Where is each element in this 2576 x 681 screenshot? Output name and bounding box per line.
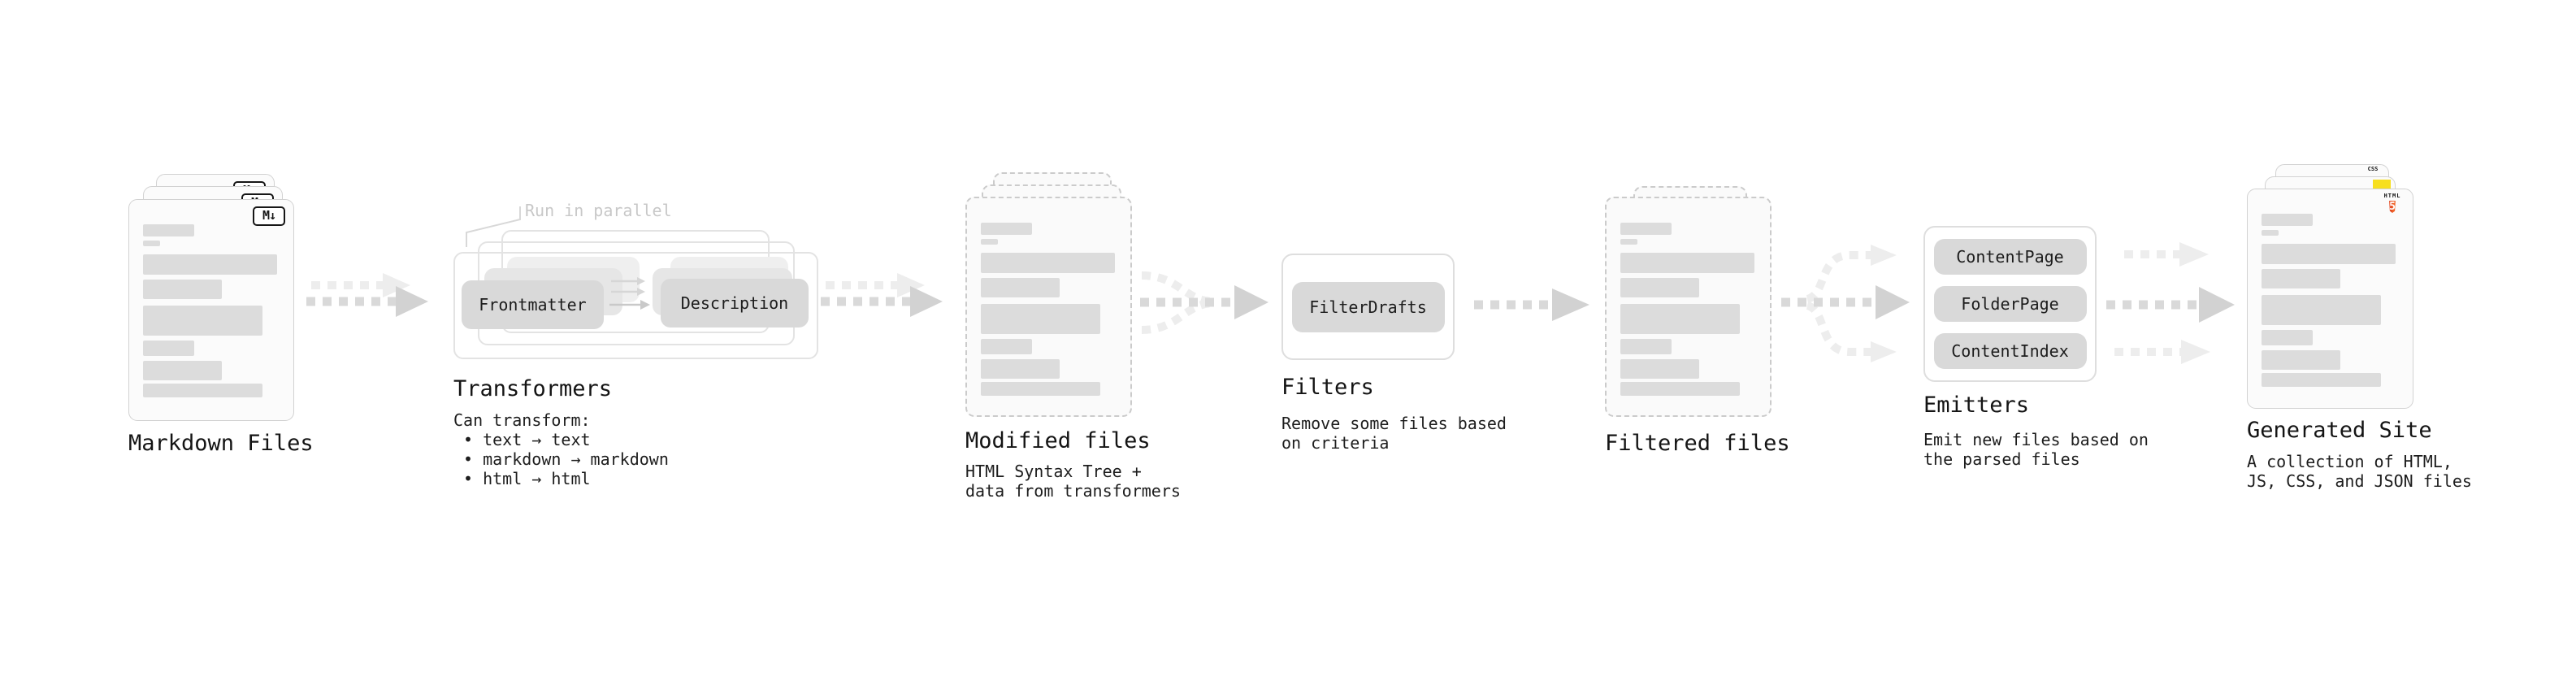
html5-icon-shield: 5 <box>2389 201 2396 213</box>
skeleton-line <box>143 224 194 236</box>
run-in-parallel-annotation: Run in parallel <box>525 201 672 220</box>
skeleton-line <box>143 384 262 397</box>
skeleton-line <box>1620 253 1754 273</box>
subtitle-line: on criteria <box>1281 433 1390 453</box>
subtitle-line: the parsed files <box>1923 449 2080 469</box>
skeleton-line <box>2262 214 2313 226</box>
skeleton-line <box>981 223 1032 235</box>
skeleton-line <box>981 359 1060 379</box>
skeleton-line <box>2262 295 2381 325</box>
html5-icon: HTML 5 <box>2382 193 2403 215</box>
subtitle-line: A collection of HTML, <box>2247 452 2452 471</box>
transformer-run-box-front <box>453 252 818 359</box>
contentindex-chip: ContentIndex <box>1933 333 2087 369</box>
skeleton-line <box>981 382 1100 396</box>
arrow-transformers-to-modified-icon <box>821 273 943 317</box>
skeleton-line <box>1620 278 1699 297</box>
skeleton-line <box>143 306 262 336</box>
modified-file-card-front <box>965 197 1132 417</box>
css-icon: CSS <box>2364 167 2382 172</box>
file-skeleton <box>1607 198 1770 415</box>
transformers-bullet: • html → html <box>463 469 591 488</box>
skeleton-line <box>2262 330 2313 345</box>
skeleton-line <box>1620 382 1740 396</box>
skeleton-line <box>143 280 222 299</box>
emitters-subtitle: Emit new files based on the parsed files <box>1923 430 2149 469</box>
skeleton-line <box>981 339 1032 354</box>
skeleton-line <box>2262 373 2381 387</box>
arrow-markdown-to-transformers-icon <box>306 273 428 317</box>
stage-title-modified-files: Modified files <box>965 428 1151 453</box>
arrow-emitters-to-generated-icon <box>2106 242 2235 364</box>
stage-title-filtered-files: Filtered files <box>1605 431 1790 456</box>
arrow-filtered-to-emitters-icon <box>1781 245 1910 362</box>
transformers-bullet: • text → text <box>463 430 591 449</box>
generated-site-subtitle: A collection of HTML, JS, CSS, and JSON … <box>2247 452 2472 491</box>
file-skeleton <box>967 198 1130 415</box>
transformers-note: Can transform: • text → text • markdown … <box>453 410 669 488</box>
file-skeleton <box>2248 189 2413 408</box>
markdown-file-card-front: M↓ <box>128 199 294 421</box>
subtitle-line: data from transformers <box>965 481 1181 501</box>
markdown-icon: M↓ <box>253 206 285 226</box>
skeleton-line <box>143 361 222 380</box>
skeleton-line <box>1620 239 1637 245</box>
stage-title-markdown-files: Markdown Files <box>128 431 314 456</box>
css-icon-label: CSS <box>2367 166 2379 172</box>
emitters-panel: ContentPage FolderPage ContentIndex <box>1923 226 2097 382</box>
arrow-filters-to-filtered-icon <box>1474 288 1589 321</box>
stage-title-filters: Filters <box>1281 375 1374 400</box>
arrow-modified-to-filters-icon <box>1140 271 1268 334</box>
html5-icon-label: HTML <box>2383 193 2401 199</box>
contentpage-chip: ContentPage <box>1933 239 2087 275</box>
modified-files-stack <box>965 172 1132 417</box>
skeleton-line <box>1620 223 1672 235</box>
description-chip: Description <box>661 279 809 327</box>
transformers-bullet: • markdown → markdown <box>463 449 669 469</box>
subtitle-line: HTML Syntax Tree + <box>965 462 1142 481</box>
skeleton-line <box>981 239 998 245</box>
annotation-leader-line-icon <box>466 206 521 247</box>
skeleton-line <box>143 241 160 246</box>
skeleton-line <box>2262 244 2396 264</box>
file-skeleton <box>129 200 293 420</box>
filtered-file-card-front <box>1605 197 1772 417</box>
generated-site-stack: CSS HTML 5 <box>2247 162 2413 410</box>
skeleton-line <box>143 340 194 356</box>
subtitle-line: JS, CSS, and JSON files <box>2247 471 2472 491</box>
js-icon <box>2373 180 2391 189</box>
stage-title-transformers: Transformers <box>453 376 613 401</box>
filters-subtitle: Remove some files based on criteria <box>1281 414 1507 453</box>
skeleton-line <box>2262 230 2279 236</box>
subtitle-line: Emit new files based on <box>1923 430 2149 449</box>
skeleton-line <box>2262 269 2340 288</box>
frontmatter-chip: Frontmatter <box>462 280 604 329</box>
filterdrafts-chip: FilterDrafts <box>1291 281 1445 332</box>
filtered-files-stack <box>1605 186 1772 417</box>
skeleton-line <box>981 278 1060 297</box>
skeleton-line <box>981 253 1115 273</box>
transformers-note-heading: Can transform: <box>453 410 591 430</box>
modified-files-subtitle: HTML Syntax Tree + data from transformer… <box>965 462 1181 501</box>
skeleton-line <box>2262 350 2340 370</box>
markdown-files-stack: M↓ M↓ M↓ <box>128 173 294 421</box>
filters-panel: FilterDrafts <box>1281 254 1455 360</box>
skeleton-line <box>143 254 277 275</box>
folderpage-chip: FolderPage <box>1933 286 2087 322</box>
skeleton-line <box>1620 304 1740 334</box>
generated-file-card-html: HTML 5 <box>2247 189 2413 409</box>
stage-title-generated-site: Generated Site <box>2247 418 2432 443</box>
stage-title-emitters: Emitters <box>1923 393 2030 418</box>
skeleton-line <box>981 304 1100 334</box>
frontmatter-to-description-arrows-icon <box>609 277 650 310</box>
skeleton-line <box>1620 339 1672 354</box>
subtitle-line: Remove some files based <box>1281 414 1507 433</box>
skeleton-line <box>1620 359 1699 379</box>
